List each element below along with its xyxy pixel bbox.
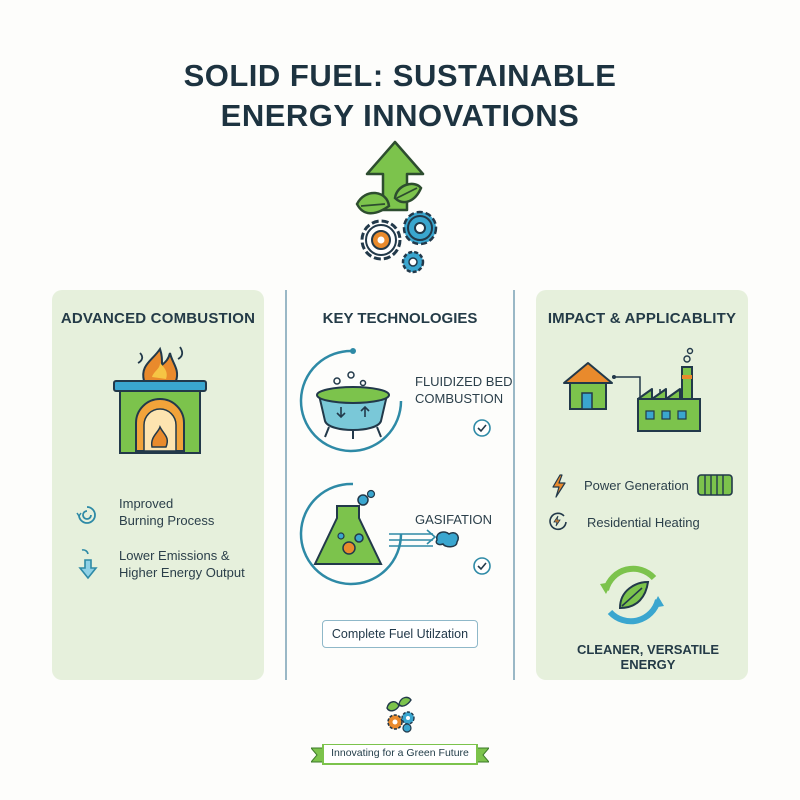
footer-leaf-gear-icon [386, 696, 415, 733]
fluidized-bed-label: FLUIDIZED BED COMBUSTION [415, 373, 513, 407]
fluidized-bed-icon [299, 348, 403, 453]
panel-title-advanced-combustion: ADVANCED COMBUSTION [60, 310, 256, 327]
gear-orange-icon [360, 219, 402, 261]
power-generation-text: Power Generation [584, 478, 689, 493]
heating-cycle-icon [549, 512, 567, 531]
title-line-1: SOLID FUEL: SUSTAINABLE [183, 58, 617, 93]
complete-fuel-utilization-badge: Complete Fuel Utilzation [322, 620, 478, 648]
down-arrow-emissions-icon [78, 549, 98, 580]
advanced-combustion-panel: ADVANCED COMBUSTION [52, 290, 264, 680]
radiator-icon [697, 474, 733, 496]
improved-burning-line-1: Improved [119, 496, 174, 511]
house-icon [563, 362, 613, 410]
footer-banner: Innovating for a Green Future [311, 742, 489, 765]
gasification-label: GASIFATION [415, 512, 493, 527]
fluidized-bed-line-2: COMBUSTION [415, 391, 504, 406]
panel-title-impact: IMPACT & APPLICABLITY [547, 310, 737, 327]
footer-banner-text: Innovating for a Green Future [331, 747, 469, 759]
check-icon-gasification [473, 557, 491, 575]
recycle-leaf-icon [600, 565, 664, 625]
check-icon-fluidized [473, 419, 491, 437]
leaf-left-icon [355, 191, 391, 215]
cleaner-versatile-energy-caption: CLEANER, VERSATILE ENERGY [576, 642, 720, 672]
fluidized-bed-line-1: FLUIDIZED BED [415, 374, 513, 389]
fireplace-icon [113, 346, 207, 454]
divider-right [513, 290, 515, 680]
gear-small-icon [401, 250, 425, 274]
divider-left [285, 290, 287, 680]
improved-burning-text: Improved Burning Process [119, 495, 214, 529]
lower-emissions-line-2: Higher Energy Output [119, 565, 245, 580]
residential-heating-text: Residential Heating [587, 515, 700, 530]
page-title: SOLID FUEL: SUSTAINABLE ENERGY INNOVATIO… [0, 56, 800, 136]
swirl-process-icon [76, 506, 96, 524]
gasification-icon [299, 482, 460, 586]
factory-icon [637, 347, 701, 432]
lower-emissions-line-1: Lower Emissions & [119, 548, 230, 563]
banner-ribbon-shape [311, 744, 489, 765]
hero-leaf-gear-icon [355, 140, 438, 274]
up-arrow-icon [365, 140, 425, 212]
title-line-2: ENERGY INNOVATIONS [220, 98, 580, 133]
key-technologies-title: KEY TECHNOLOGIES [322, 310, 478, 327]
gear-blue-icon [402, 210, 438, 246]
lightning-icon [552, 474, 566, 498]
lower-emissions-text: Lower Emissions & Higher Energy Output [119, 547, 245, 581]
house-factory-icon [563, 347, 701, 432]
improved-burning-line-2: Burning Process [119, 513, 215, 528]
